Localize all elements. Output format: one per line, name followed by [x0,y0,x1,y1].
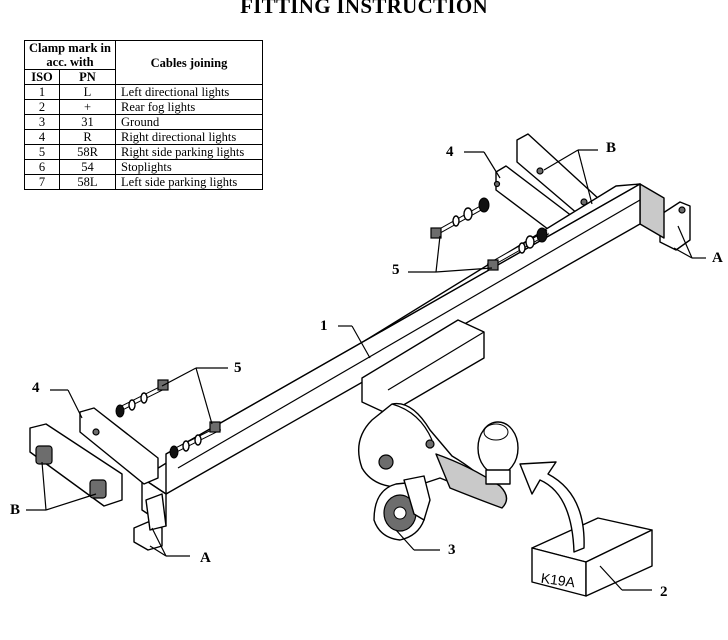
table-row: 4 R Right directional lights [24,129,263,145]
cable-desc-cell: Rear fog lights [115,99,263,115]
callout-5-right: 5 [392,262,400,278]
tow-ball [477,421,519,485]
table-row: 5 58R Right side parking lights [24,144,263,160]
callout-a-left: A [200,550,211,566]
callout-b-right: B [606,140,616,156]
cable-desc-cell: Right directional lights [115,129,263,145]
callout-a-right: A [712,250,723,266]
callout-b-left: B [10,502,20,518]
center-clamp-plate [361,319,485,415]
right-bolt-set [430,197,550,271]
callout-4-right: 4 [446,144,454,160]
iso-cell: 7 [24,174,60,190]
clamp-mark-header: Clamp mark in acc. with [24,40,116,70]
callout-5-left: 5 [234,360,242,376]
leader-lines [26,149,706,591]
wiring-table: Clamp mark in acc. with Cables joining I… [24,40,263,190]
insert-arrow [519,461,585,553]
socket-plate [373,475,431,541]
left-bolt-set [115,379,222,459]
left-mounting-bracket [29,407,159,507]
left-end-plate [133,493,167,551]
right-end-plate [659,201,691,251]
module-code-label: K19A [540,570,577,591]
callout-1: 1 [320,318,328,334]
table-row: 6 54 Stoplights [24,159,263,175]
callout-2: 2 [660,584,668,600]
ball-neck [358,402,508,509]
electrical-module-box: K19A [531,517,653,597]
pn-cell: 58R [59,144,116,160]
cable-desc-cell: Left side parking lights [115,174,263,190]
table-row: 2 + Rear fog lights [24,99,263,115]
table-row: 7 58L Left side parking lights [24,174,263,190]
pn-header: PN [59,69,116,85]
cable-desc-cell: Right side parking lights [115,144,263,160]
callout-4-left: 4 [32,380,40,396]
callout-3: 3 [448,542,456,558]
page-title: FITTING INSTRUCTION [240,0,488,18]
